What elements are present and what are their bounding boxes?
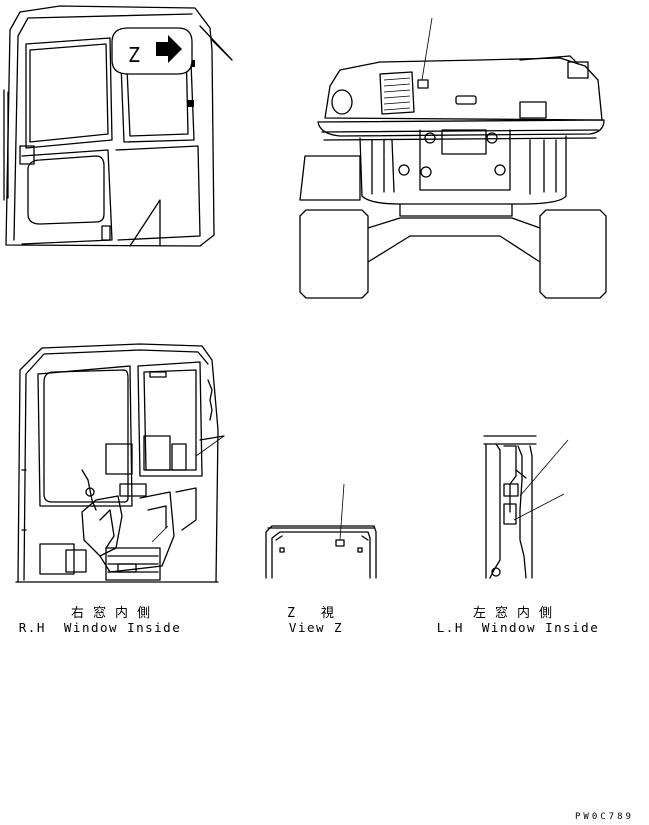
rh-window-inside-view (15, 343, 225, 583)
drawing-code: PW0C789 (575, 812, 634, 822)
view-z-marker: Z (111, 27, 193, 75)
z-caption-jp: Z 視 (287, 606, 343, 621)
rh-caption-jp: 右窓内側 (70, 606, 159, 621)
lh-window-inside-view (483, 435, 569, 579)
lh-caption-jp: 左窓内側 (472, 606, 561, 621)
view-z-detail (265, 483, 377, 579)
z-caption-en: View Z (288, 620, 344, 635)
machine-rear-view (299, 17, 607, 299)
view-arrow-icon (156, 35, 182, 63)
lh-caption-en: L.H Window Inside (436, 620, 600, 635)
view-z-letter: Z (128, 43, 140, 67)
rh-caption-en: R.H Window Inside (18, 620, 182, 635)
